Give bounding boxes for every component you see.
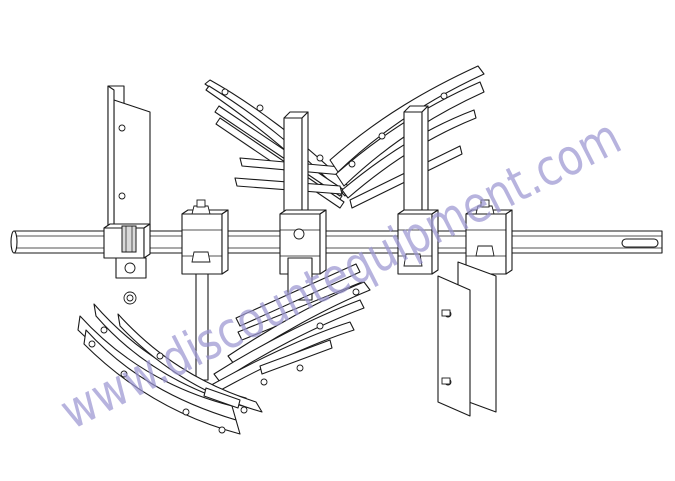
clamp-hub-5	[465, 199, 513, 275]
paddle-upper-left	[107, 85, 151, 237]
curved-blade-lower-left	[77, 303, 263, 435]
clamp-hub-1	[103, 223, 151, 305]
paddle-lower-middle	[195, 263, 371, 397]
clamp-hub-2	[181, 199, 229, 275]
paddle-upper-middle	[204, 79, 355, 209]
paddle-lower-right	[437, 261, 497, 417]
curved-blade-upper-right	[329, 65, 485, 209]
post-right	[403, 105, 429, 217]
post-center	[283, 111, 309, 217]
clamp-hub-4	[397, 209, 439, 275]
keyway	[621, 238, 659, 248]
